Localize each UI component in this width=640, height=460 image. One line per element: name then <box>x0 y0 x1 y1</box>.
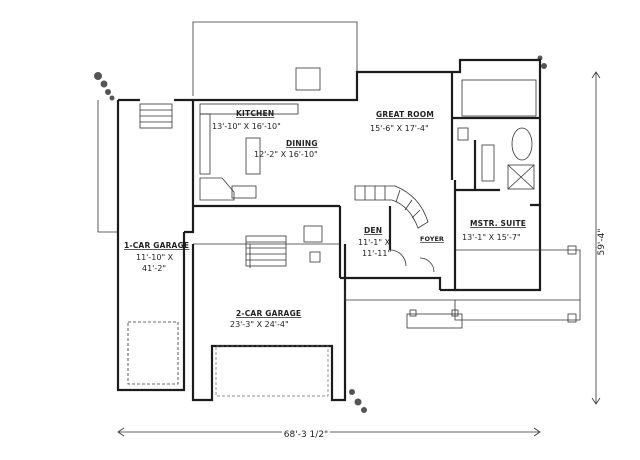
dining-dims: 12'-2" X 16'-10" <box>254 150 318 159</box>
overall-width-label: 68'-3 1/2" <box>284 430 328 440</box>
overall-depth-label: 59'-4" <box>597 228 607 255</box>
garage-1-name: 1-CAR GARAGE <box>124 241 189 250</box>
main-walls <box>184 58 542 292</box>
kitchen-fixtures <box>199 103 299 201</box>
den-foyer-details <box>303 206 435 273</box>
front-porch <box>344 245 581 329</box>
great-room-name: GREAT ROOM <box>376 110 434 119</box>
kitchen-dims: 13'-10" X 16'-10" <box>212 122 281 131</box>
rear-patio <box>192 21 358 96</box>
master-bath-fixtures <box>452 79 540 192</box>
garage-2-name: 2-CAR GARAGE <box>236 309 301 318</box>
den-dims-line2: 11'-11" <box>362 249 391 258</box>
dimension-width <box>117 427 541 437</box>
stairs-center <box>245 235 287 267</box>
stairs-top <box>139 103 173 129</box>
garage-1-structure <box>97 98 193 392</box>
kitchen-name: KITCHEN <box>236 109 274 118</box>
great-room-dims: 15'-6" X 17'-4" <box>370 124 429 133</box>
master-suite-name: MSTR. SUITE <box>470 219 526 228</box>
dimension-depth <box>591 71 601 405</box>
master-suite-dims: 13'-1" X 15'-7" <box>462 233 521 242</box>
garage-2-dims: 23'-3" X 24'-4" <box>230 320 289 329</box>
garage-1-dims-line2: 41'-2" <box>142 264 166 273</box>
garage-1-dims-line1: 11'-10" X <box>136 253 174 262</box>
foyer-name: FOYER <box>420 235 444 243</box>
den-dims-line1: 11'-1" X <box>358 238 391 247</box>
dining-name: DINING <box>286 139 318 148</box>
den-name: DEN <box>364 226 382 235</box>
stairs-main <box>354 185 429 229</box>
